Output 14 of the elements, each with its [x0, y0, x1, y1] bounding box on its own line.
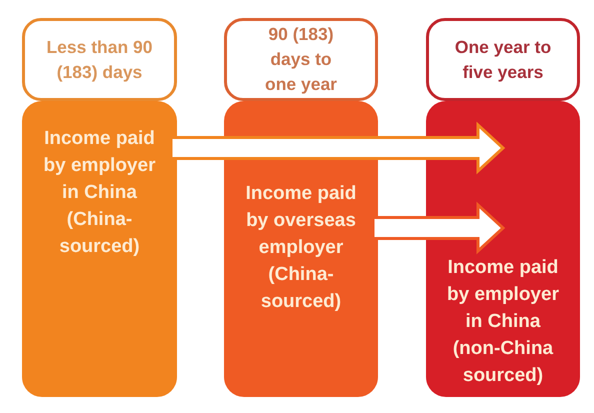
period-box [22, 18, 177, 101]
income-column [426, 101, 580, 397]
period-label: Less than 90 (183) days [45, 36, 154, 84]
income-label: Income paid by employer in China (non-China sourced) [446, 256, 560, 388]
period-label: 90 (183) days to one year [264, 23, 338, 96]
income-column [22, 101, 177, 397]
income-label: Income paid by employer in China (China-sourced) [42, 127, 156, 259]
income-label: Income paid by overseas employer (China-sourced) [244, 182, 358, 314]
period-box [426, 18, 580, 101]
period-label: One year to five years [454, 36, 552, 84]
period-box [224, 18, 378, 101]
arrow [170, 122, 506, 174]
income-column [224, 101, 378, 397]
arrow [372, 202, 506, 254]
